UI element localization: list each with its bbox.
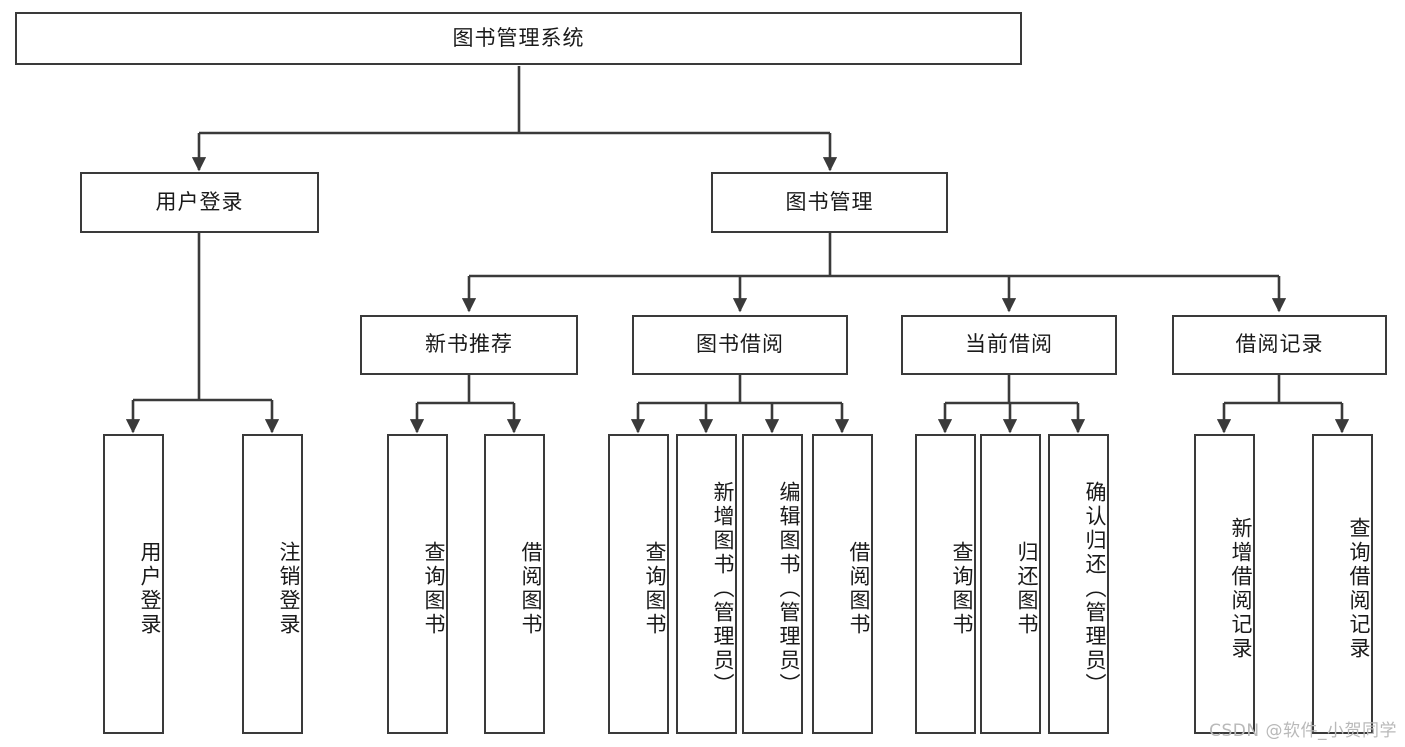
node-user-login-label: 用户登录 — [155, 189, 244, 214]
node-new-book-rec-label: 新书推荐 — [425, 332, 513, 357]
node-borrow-record[interactable]: 借阅记录 — [1172, 315, 1387, 375]
node-leaf-return-book[interactable]: 归还图书 — [980, 434, 1041, 734]
node-leaf-query-book-3-label: 查询图书 — [950, 541, 974, 637]
node-book-borrow[interactable]: 图书借阅 — [632, 315, 848, 375]
node-borrow-record-label: 借阅记录 — [1235, 332, 1324, 357]
node-leaf-query-book-1[interactable]: 查询图书 — [387, 434, 448, 734]
node-leaf-add-record[interactable]: 新增借阅记录 — [1194, 434, 1255, 734]
node-book-manage-label: 图书管理 — [785, 189, 874, 214]
node-book-borrow-label: 图书借阅 — [696, 332, 784, 357]
node-leaf-logout[interactable]: 注销登录 — [242, 434, 303, 734]
node-book-manage[interactable]: 图书管理 — [711, 172, 948, 233]
node-current-borrow[interactable]: 当前借阅 — [901, 315, 1117, 375]
node-leaf-add-record-label: 新增借阅记录 — [1229, 517, 1253, 661]
node-leaf-user-login-label: 用户登录 — [138, 541, 162, 637]
node-leaf-borrow-book-1-label: 借阅图书 — [519, 541, 543, 637]
node-leaf-edit-book[interactable]: 编辑图书（管理员） — [742, 434, 803, 734]
node-root[interactable]: 图书管理系统 — [15, 12, 1022, 65]
watermark-text: CSDN @软件_小贺同学 — [1209, 721, 1397, 741]
node-leaf-edit-book-label: 编辑图书（管理员） — [777, 481, 801, 697]
node-leaf-add-book[interactable]: 新增图书（管理员） — [676, 434, 737, 734]
node-leaf-confirm-return-label: 确认归还（管理员） — [1083, 481, 1107, 697]
node-new-book-rec[interactable]: 新书推荐 — [360, 315, 578, 375]
node-leaf-user-login[interactable]: 用户登录 — [103, 434, 164, 734]
node-leaf-confirm-return[interactable]: 确认归还（管理员） — [1048, 434, 1109, 734]
node-user-login[interactable]: 用户登录 — [80, 172, 319, 233]
node-leaf-logout-label: 注销登录 — [277, 541, 301, 637]
node-leaf-borrow-book-1[interactable]: 借阅图书 — [484, 434, 545, 734]
node-leaf-query-book-2[interactable]: 查询图书 — [608, 434, 669, 734]
node-leaf-query-book-1-label: 查询图书 — [422, 541, 446, 637]
node-leaf-query-record-label: 查询借阅记录 — [1347, 517, 1371, 661]
node-leaf-return-book-label: 归还图书 — [1015, 541, 1039, 637]
node-leaf-query-record[interactable]: 查询借阅记录 — [1312, 434, 1373, 734]
node-leaf-borrow-book-2-label: 借阅图书 — [847, 541, 871, 637]
node-current-borrow-label: 当前借阅 — [965, 332, 1053, 357]
node-leaf-query-book-3[interactable]: 查询图书 — [915, 434, 976, 734]
node-root-label: 图书管理系统 — [452, 25, 585, 50]
node-leaf-add-book-label: 新增图书（管理员） — [711, 481, 735, 697]
node-leaf-borrow-book-2[interactable]: 借阅图书 — [812, 434, 873, 734]
node-leaf-query-book-2-label: 查询图书 — [643, 541, 667, 637]
